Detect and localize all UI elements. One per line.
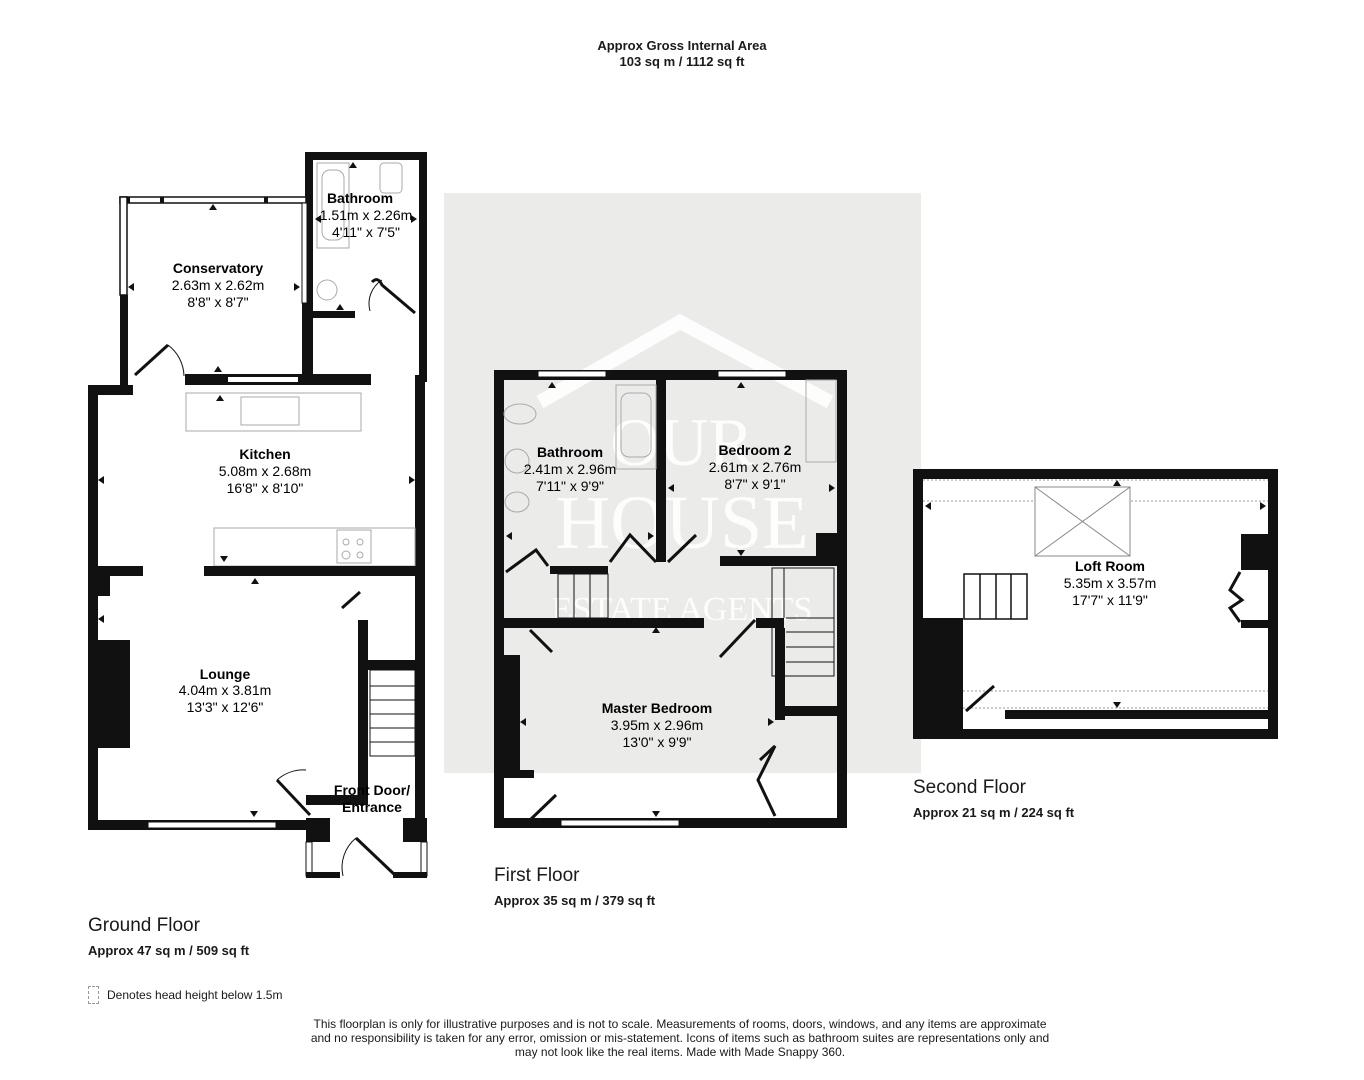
room-bedroom2-imperial: 8'7" x 9'1": [724, 476, 785, 492]
room-kitchen-imperial: 16'8" x 8'10": [227, 480, 304, 496]
gross-internal-area: Approx Gross Internal Area 103 sq m / 11…: [0, 38, 1364, 70]
second-floor-plan: [913, 469, 1278, 739]
first-floor-title: First Floor: [494, 865, 580, 886]
room-master-bedroom-name: Master Bedroom: [602, 700, 712, 716]
gia-title: Approx Gross Internal Area: [597, 38, 767, 53]
room-bathroom-first-imperial: 7'11" x 9'9": [536, 478, 604, 494]
room-kitchen-metric: 5.08m x 2.68m: [219, 463, 312, 479]
room-master-bedroom-imperial: 13'0" x 9'9": [623, 734, 692, 750]
disclaimer-line-3: may not look like the real items. Made w…: [514, 1045, 846, 1059]
first-floor-area: Approx 35 sq m / 379 sq ft: [494, 893, 656, 908]
second-floor-area: Approx 21 sq m / 224 sq ft: [913, 805, 1075, 820]
room-loft-name: Loft Room: [1075, 558, 1145, 574]
svg-text:OUR: OUR: [610, 404, 754, 480]
ground-floor-caption: Ground Floor Approx 47 sq m / 509 sq ft: [88, 915, 249, 959]
room-bathroom-first-name: Bathroom: [537, 444, 603, 460]
gia-value: 103 sq m / 1112 sq ft: [619, 54, 745, 69]
disclaimer-line-1: This floorplan is only for illustrative …: [313, 1017, 1047, 1031]
room-lounge-name: Lounge: [200, 666, 251, 682]
room-bathroom-first-metric: 2.41m x 2.96m: [524, 461, 617, 477]
dimension-markers: [98, 162, 1266, 817]
ground-floor-plan: [88, 152, 428, 878]
room-conservatory-imperial: 8'8" x 8'7": [187, 294, 248, 310]
room-lounge-metric: 4.04m x 3.81m: [179, 682, 272, 698]
second-floor-title: Second Floor: [913, 777, 1027, 798]
second-floor-caption: Second Floor Approx 21 sq m / 224 sq ft: [913, 777, 1074, 821]
dashed-box-icon: [88, 986, 99, 1004]
ground-floor-area: Approx 47 sq m / 509 sq ft: [88, 943, 250, 958]
room-conservatory-metric: 2.63m x 2.62m: [172, 277, 265, 293]
svg-text:HOUSE: HOUSE: [555, 481, 808, 565]
ground-floor-title: Ground Floor: [88, 915, 200, 936]
room-loft-imperial: 17'7" x 11'9": [1072, 592, 1148, 608]
head-height-legend: Denotes head height below 1.5m: [88, 986, 282, 1004]
room-bathroom-ground-imperial: 4'11" x 7'5": [332, 224, 400, 240]
room-entrance-name-1: Front Door/: [334, 782, 410, 798]
first-floor-plan: [494, 370, 847, 828]
room-bedroom2-name: Bedroom 2: [718, 442, 791, 458]
room-bathroom-ground-metric: 1.51m x 2.26m: [320, 207, 413, 223]
room-lounge-imperial: 13'3" x 12'6": [187, 699, 264, 715]
room-kitchen-name: Kitchen: [239, 446, 290, 462]
room-entrance-name-2: Entrance: [342, 799, 402, 815]
first-floor-caption: First Floor Approx 35 sq m / 379 sq ft: [494, 865, 655, 909]
disclaimer-line-2: and no responsibility is taken for any e…: [310, 1031, 1050, 1045]
legend-label: Denotes head height below 1.5m: [107, 988, 283, 1002]
room-master-bedroom-metric: 3.95m x 2.96m: [611, 717, 704, 733]
room-conservatory-name: Conservatory: [173, 260, 263, 276]
room-loft-metric: 5.35m x 3.57m: [1064, 575, 1157, 591]
room-bathroom-ground-name: Bathroom: [327, 190, 393, 206]
room-bedroom2-metric: 2.61m x 2.76m: [709, 459, 802, 475]
disclaimer: This floorplan is only for illustrative …: [280, 1017, 1080, 1059]
